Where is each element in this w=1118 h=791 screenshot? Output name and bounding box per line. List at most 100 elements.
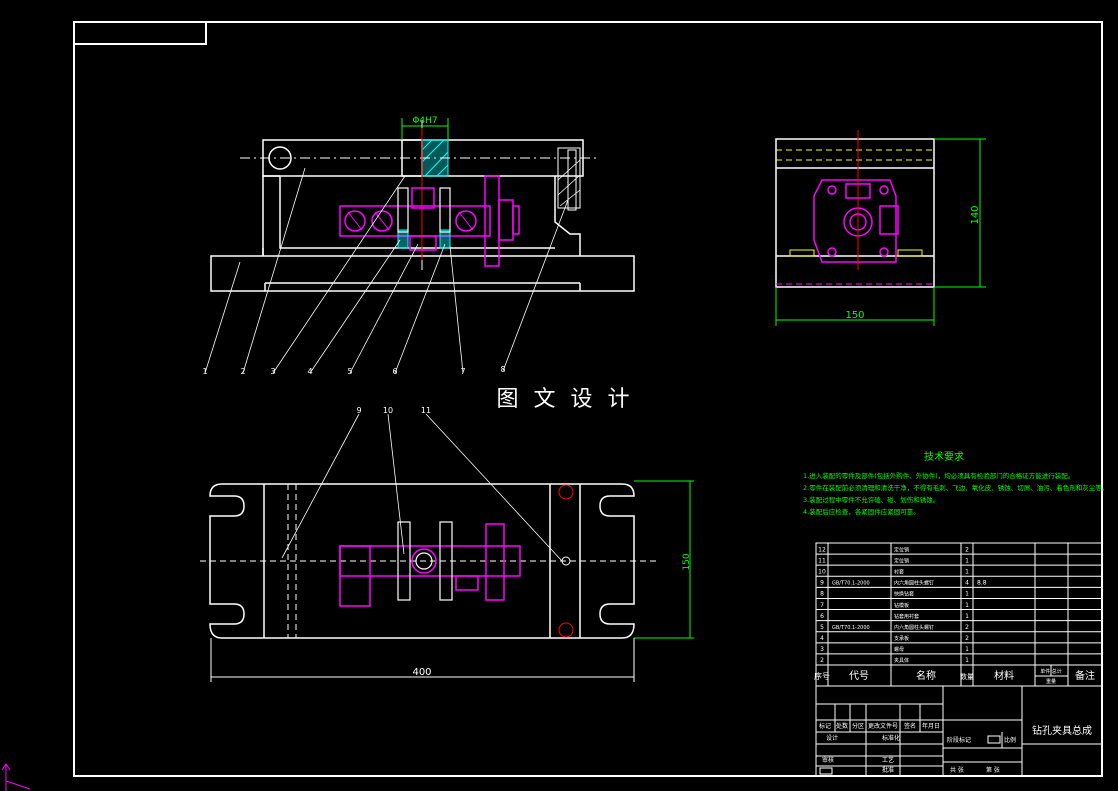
bom-row: 9 GB/T70.1-2000 内六角圆柱头螺钉 4 8.8 (820, 580, 987, 587)
watermark-text: 图 文 设 计 (497, 387, 634, 412)
tb-rev-3: 分区 (852, 722, 864, 730)
bom-cell-qty: 1 (965, 613, 969, 620)
bom-cell-qty: 1 (965, 591, 969, 598)
bom-cell-qty: 1 (965, 646, 969, 653)
bom-hdr-no: 序号 (814, 671, 830, 681)
bom-row: 8 快换钻套 1 (820, 591, 969, 598)
balloon-8: 8 (500, 365, 505, 374)
bom-cell-qty: 2 (965, 624, 969, 631)
side-view: 140 150 (775, 130, 986, 326)
bom-row: 5 GB/T70.1-2000 内六角圆柱头螺钉 2 (820, 624, 969, 631)
bom-hdr-weight-sub: 重量 (1046, 678, 1056, 685)
tb-design: 设计 (826, 734, 838, 742)
bom-cell-code: GB/T70.1-2000 (832, 625, 870, 631)
bom-cell-no: 6 (820, 613, 824, 620)
bom-cell-name: 内六角圆柱头螺钉 (894, 624, 934, 631)
balloon-3: 3 (270, 367, 275, 376)
bom-hdr-code: 代号 (849, 670, 869, 682)
drawing-title: 钻孔夹具总成 (1032, 724, 1092, 737)
bom-row: 2 夹具体 1 (820, 657, 969, 664)
bom-cell-name: 螺母 (894, 646, 904, 653)
tb-rev-6: 年月日 (922, 722, 940, 730)
bom-cell-no: 3 (820, 646, 824, 653)
bom-cell-name: 衬套 (894, 569, 904, 576)
bom-cell-name: 定位销 (894, 546, 909, 553)
tech-line-2: 2.零件在装配前必须清理和清洗干净，不得有毛刺、飞边、氧化皮、锈蚀、切屑、油污、… (803, 483, 1108, 492)
tb-rev-2: 处数 (836, 722, 848, 730)
bom-cell-no: 12 (818, 546, 826, 553)
bom-cell-qty: 1 (965, 657, 969, 664)
tb-rev-4: 更改文件号 (868, 722, 898, 730)
bom-cell-qty: 1 (965, 569, 969, 576)
bom-cell-no: 10 (818, 569, 826, 576)
bom-row: 3 螺母 1 (820, 646, 969, 653)
bom-cell-name: 快换钻套 (894, 591, 914, 598)
balloon-1: 1 (202, 367, 207, 376)
bom-row: 7 钻模板 1 (820, 602, 969, 609)
tech-line-4: 4.装配后应检查，各紧固件应紧固可靠。 (803, 507, 920, 516)
bom-cell-material: 8.8 (977, 580, 987, 587)
top-dim-length: 400 (412, 667, 431, 678)
front-balloons: 1 2 3 4 5 6 7 8 (202, 365, 505, 376)
bom-row: 4 支承板 2 (820, 635, 969, 642)
tb-sheet: 第 张 (986, 766, 1000, 774)
balloon-11: 11 (421, 406, 431, 415)
bom-cell-qty: 1 (965, 602, 969, 609)
bom-hdr-qty: 数量 (960, 672, 974, 681)
bom-hdr-name: 名称 (916, 669, 936, 682)
balloon-9: 9 (356, 406, 361, 415)
bom-cell-name: 钻模板 (894, 602, 909, 609)
bom-cell-name: 内六角圆柱头螺钉 (894, 580, 934, 587)
bom-cell-name: 夹具体 (894, 657, 909, 664)
bom-cell-no: 2 (820, 657, 824, 664)
tb-standard: 标准化 (882, 734, 900, 742)
bom-hdr-note: 备注 (1075, 669, 1095, 682)
tech-title: 技术要求 (924, 450, 964, 463)
bom-row: 6 钻套用衬套 1 (820, 613, 969, 620)
bom-cell-code: GB/T70.1-2000 (832, 581, 870, 587)
bom-cell-no: 4 (820, 635, 824, 642)
top-dim-height: 150 (682, 553, 692, 570)
balloon-10: 10 (383, 406, 393, 415)
tb-check: 审核 (822, 756, 834, 764)
bom-cell-no: 5 (820, 624, 824, 631)
balloon-5: 5 (347, 367, 352, 376)
tech-line-1: 1.进入装配的零件及部件(包括外购件、外协件)，均必须具有检验部门的合格证方能进… (803, 471, 1074, 480)
front-leaders (204, 167, 569, 374)
bom-cell-no: 11 (818, 557, 826, 564)
fit-label: Φ4H7 (412, 116, 437, 126)
bom-cell-no: 8 (820, 591, 824, 598)
bom-cell-no: 7 (820, 602, 824, 609)
bom-cell-name: 钻套用衬套 (894, 613, 919, 620)
tech-line-3: 3.装配过程中零件不允许磕、碰、划伤和锈蚀。 (803, 495, 939, 504)
side-dim-height: 140 (970, 205, 981, 224)
tech-requirements: 技术要求 1.进入装配的零件及部件(包括外购件、外协件)，均必须具有检验部门的合… (803, 450, 1108, 516)
tb-process: 工艺 (882, 756, 894, 764)
balloon-2: 2 (240, 367, 245, 376)
bom-row: 12 定位销 2 (818, 546, 969, 553)
bom-cell-qty: 2 (965, 635, 969, 642)
bom-row: 11 定位销 1 (818, 557, 969, 564)
tb-sheets-total: 共 张 (950, 766, 964, 774)
bom-cell-name: 定位销 (894, 557, 909, 564)
bom-cell-name: 支承板 (894, 635, 909, 642)
bom-cell-no: 9 (820, 580, 824, 587)
bom-cell-qty: 2 (965, 546, 969, 553)
ucs-axis-icon (1, 763, 31, 791)
tb-stage: 阶段标记 (947, 736, 971, 744)
balloon-6: 6 (392, 367, 397, 376)
tb-rev-1: 标记 (819, 722, 831, 730)
bom-cell-qty: 1 (965, 557, 969, 564)
tb-approve: 批准 (882, 766, 894, 774)
balloon-7: 7 (460, 367, 465, 376)
drawing-border (73, 21, 1103, 777)
side-dim-width: 150 (845, 310, 864, 321)
bom-hdr-material: 材料 (994, 669, 1014, 682)
bom-row: 10 衬套 1 (818, 569, 969, 576)
front-view: Φ4H7 (202, 116, 635, 376)
title-block: 标记 处数 分区 更改文件号 签名 年月日 设计 标准化 审核 工艺 批准 阶段… (815, 685, 1103, 777)
bom-cell-qty: 4 (965, 580, 969, 587)
tb-rev-5: 签名 (904, 722, 916, 730)
